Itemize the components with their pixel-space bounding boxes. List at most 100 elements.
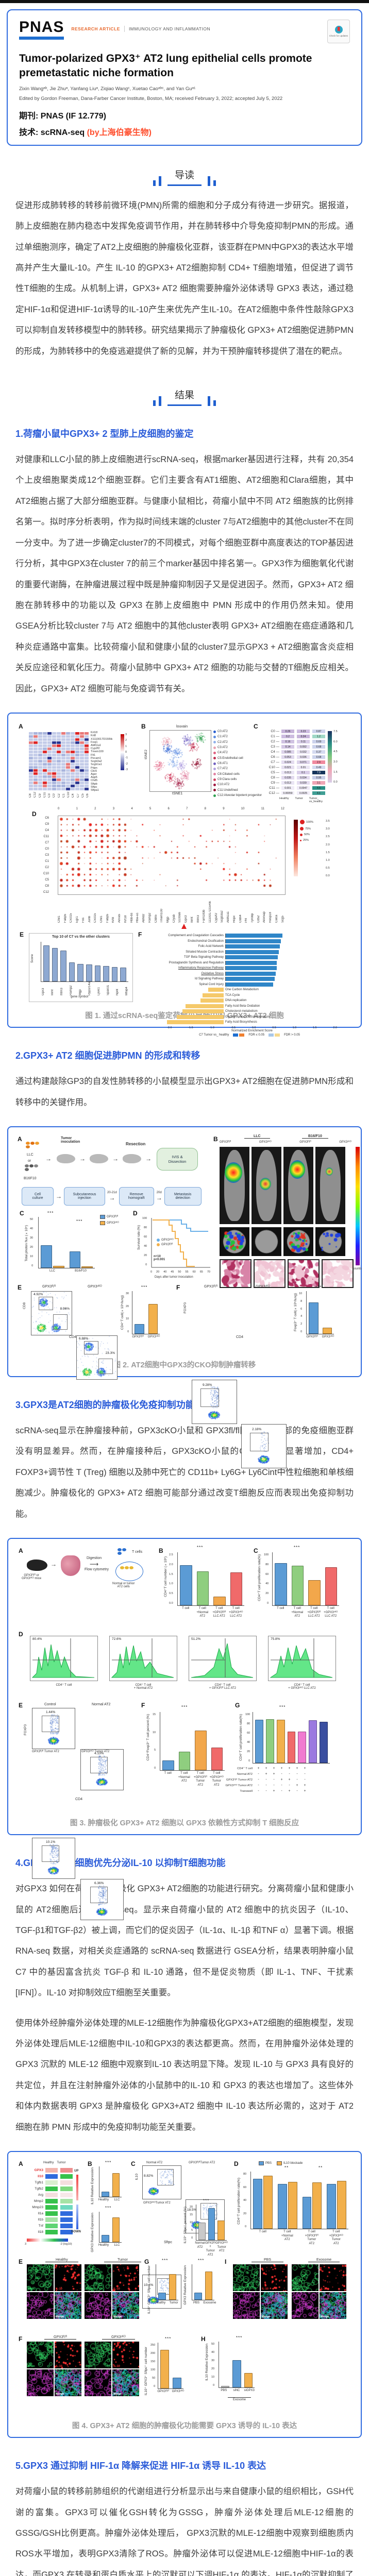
section1-paragraph: 对健康和LLC小鼠的肺上皮细胞进行scRNA-seq，根据marker基因进行注… xyxy=(15,455,354,693)
mouse-icon xyxy=(90,1154,108,1163)
label: Tumor xyxy=(57,2161,66,2165)
fig4a-down-arrow xyxy=(76,2205,78,2230)
label: C4 xyxy=(72,793,75,798)
fig3e-yaxis: FOXP3 xyxy=(24,1724,27,1736)
label: S100a6 xyxy=(178,912,182,923)
label: 60 xyxy=(265,1572,269,1576)
fig3c-bars xyxy=(272,1552,339,1606)
fig1-top10-bars xyxy=(41,942,128,982)
label: 2 xyxy=(300,1323,303,1326)
bar xyxy=(194,2293,202,2300)
bar xyxy=(230,1572,242,1606)
fig3g-ylabel: CD4⁺T cell proliferation rate(%) xyxy=(239,1714,243,1761)
label: 12 xyxy=(281,807,284,811)
panel-g-label: G xyxy=(144,2258,149,2266)
label: 1.0 xyxy=(292,1026,297,1029)
arrow-icon: → xyxy=(45,1155,52,1162)
label: GPX3ᶠˡ/ᶠˡ Tumor AT2 xyxy=(205,2242,216,2257)
label: T cell +Normal AT2 xyxy=(291,1607,304,1618)
label: Tumor xyxy=(169,2301,178,2305)
fig2f-flow-fl: 9.28% xyxy=(192,1379,237,1424)
panel-d-label: D xyxy=(32,810,37,818)
label: 0 xyxy=(127,1330,129,1333)
label: GPX3ᶜᴷᴼ xyxy=(259,1140,272,1144)
label: 30 xyxy=(211,2359,215,2363)
fig2c-bars xyxy=(38,1216,95,1268)
bar xyxy=(94,965,101,982)
panel-f-label: F xyxy=(19,2335,23,2343)
bar xyxy=(60,950,66,982)
label: 6 xyxy=(167,807,170,811)
label: Tumor xyxy=(295,797,304,801)
check-updates-badge[interactable]: Check for updates xyxy=(327,20,350,43)
label: C7 xyxy=(45,841,49,845)
panel-c-label: C xyxy=(254,723,258,731)
label: 100 xyxy=(264,1553,269,1557)
fig4g-cellnumber-bars xyxy=(156,2264,178,2301)
label: 1 xyxy=(125,744,127,748)
label: C0 xyxy=(45,848,49,851)
label: 15 xyxy=(190,2213,193,2217)
label: 2.5 xyxy=(169,1553,173,1557)
bar xyxy=(309,1302,318,1334)
bar xyxy=(178,1751,190,1771)
label: GPX3ᶜᴷᴼ xyxy=(147,1335,160,1338)
fig3g-bars xyxy=(253,1712,330,1764)
fig4a-up-arrow xyxy=(76,2175,78,2201)
label: 4.5 xyxy=(333,750,338,754)
label: 30 xyxy=(126,1292,129,1295)
bar xyxy=(213,1596,226,1606)
label: 100 xyxy=(150,2368,156,2372)
figure-2-image: A LLC or B16F10 → Tumor inoculation → → … xyxy=(11,1132,362,1468)
top-black-bar xyxy=(0,0,369,3)
fig1-tsne-title: louvain xyxy=(176,725,188,729)
bar xyxy=(265,1719,274,1764)
label: T cell xyxy=(259,2230,266,2234)
section5-heading: 5.GPX3 通过抑制 HIF-1α 降解来促进 HIF-1α 诱导 IL-10… xyxy=(15,2461,266,2471)
fig1-dotplot-size-legend: 100%75%50%25% xyxy=(300,820,313,842)
label: C0 xyxy=(53,793,56,798)
label: 60 xyxy=(243,2185,247,2189)
label: T cell xyxy=(277,1607,284,1611)
arrow-icon: → xyxy=(112,1155,119,1162)
mouse-icon xyxy=(123,1154,141,1163)
fig4h-bars xyxy=(219,2342,255,2388)
label: 10 xyxy=(126,1317,129,1321)
label: 0 xyxy=(58,807,60,811)
label: Alox5ap xyxy=(263,911,266,923)
pnas-header-card: PNAS RESEARCH ARTICLE IMMUNOLOGY AND INF… xyxy=(7,9,362,146)
label: Pecam1 xyxy=(91,756,102,760)
bar xyxy=(173,2377,181,2389)
bar xyxy=(208,2208,215,2241)
figure-3-caption: 图 3. 肿瘤极化 GPX3+ AT2 细胞以 GPX3 依赖性方式抑制 T 细… xyxy=(70,1819,299,1828)
fig2-workflow-boxes: Cell culture → Subcutaneous injection 20… xyxy=(22,1187,202,1206)
label: T cell +Normal AT2 xyxy=(281,2230,293,2242)
arrow-icon: → xyxy=(145,1155,152,1162)
label: T cell +GPX3ᶜᴷᴼ LLC AT2 xyxy=(229,1607,243,1618)
label: 1 xyxy=(76,807,78,811)
bar xyxy=(325,1567,337,1606)
bar xyxy=(308,1580,321,1606)
label: 10 xyxy=(299,1292,303,1295)
fig2d-legend: GPX3ᶜᴷᴼ GPX3ᶠˡ/ᶠˡ xyxy=(157,1238,174,1246)
label: Chil1 xyxy=(58,916,61,923)
label: 6 xyxy=(300,1307,303,1311)
fig3b-ylabel: CD4⁺T cell number (×10⁶) xyxy=(164,1556,167,1597)
label: -1.0 xyxy=(209,1026,214,1029)
label: T cell +GPX3ᶠˡ/ᶠˡ Tumor AT2 xyxy=(305,2230,318,2245)
label: C6 xyxy=(45,817,49,820)
fig2d-xlabel: Days after tumor inoculation xyxy=(155,1275,193,1279)
label: Scgb3a2 xyxy=(221,910,224,923)
label: 40 xyxy=(144,1244,147,1248)
label: C12 xyxy=(43,891,49,894)
fig1-top10-chart: Top 10 of C7 vs the other clusters Score… xyxy=(29,933,133,1003)
panel-d-label: D xyxy=(19,1631,23,1638)
label: 60 xyxy=(144,1235,147,1239)
fig1-tsne-plot xyxy=(149,730,211,792)
label: 1.5 xyxy=(333,770,338,774)
